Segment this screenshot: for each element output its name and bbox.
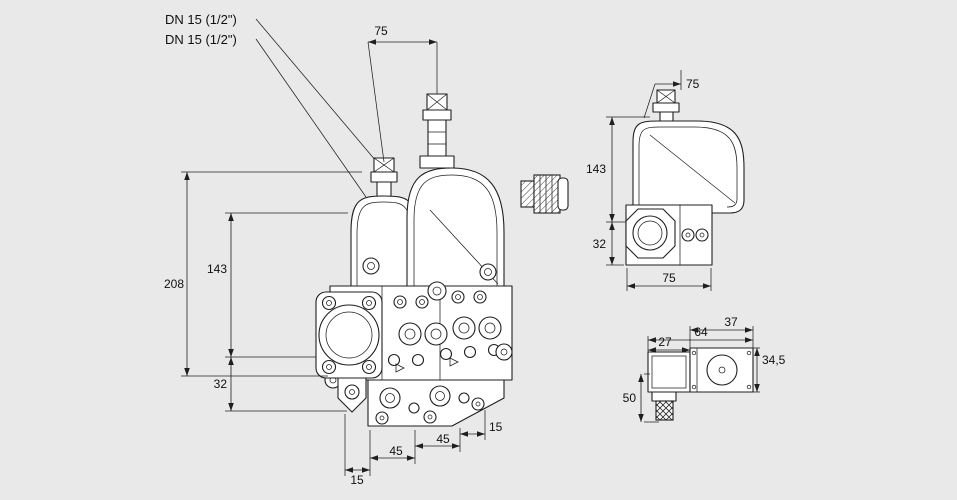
right-stem-ribs	[428, 131, 446, 145]
connector-nut	[651, 391, 677, 402]
side-stem-cap-crosshatch	[656, 89, 676, 104]
center-bolt-circle	[427, 281, 447, 301]
coil-housing	[647, 351, 691, 393]
flow-arrow-right	[449, 357, 459, 367]
right-dome-hinge-circle	[479, 263, 497, 281]
center-bolt-hole	[432, 286, 442, 296]
lower-flange-section	[367, 379, 505, 427]
pipe-coupling	[520, 174, 569, 214]
coupling-hatched-end	[520, 180, 535, 208]
fv-dim-15-right: 15	[489, 420, 503, 434]
right-actuator-dome	[406, 167, 505, 293]
side-dome-inner-line	[638, 126, 738, 208]
sv-dim-75-top: 75	[686, 77, 700, 91]
coil-housing-inner	[651, 355, 687, 389]
left-stem-cap-crosshatch	[373, 157, 395, 173]
side-stem-nut	[652, 102, 680, 113]
fv-dim-32: 32	[214, 377, 228, 391]
dv-dim-37: 37	[724, 315, 738, 329]
switch-dial	[706, 354, 738, 386]
right-dome-hinge-hole	[484, 268, 492, 276]
left-actuator	[350, 157, 418, 289]
coupling-cap	[557, 177, 569, 211]
sv-dim-75-bottom: 75	[662, 271, 676, 285]
dn-leader-line-2	[255, 38, 367, 198]
threaded-port-outer	[318, 304, 380, 366]
sv-dim-143: 143	[586, 162, 606, 176]
dv-dim-27: 27	[658, 335, 672, 349]
detail-component	[647, 347, 754, 421]
flow-arrow-left	[395, 363, 405, 373]
front-view-dimensions: 75 208 143 32 15 45 45 15	[164, 24, 503, 487]
fv-dim-45-left: 45	[389, 444, 403, 458]
right-stem-collar	[419, 155, 455, 169]
dn-callouts: DN 15 (1/2") DN 15 (1/2")	[165, 12, 377, 198]
coupling-body	[533, 174, 561, 214]
side-port-inner	[637, 220, 663, 246]
dv-dim-34-5: 34,5	[762, 353, 786, 367]
side-actuator	[631, 89, 745, 217]
switch-dial-center	[718, 366, 726, 374]
fv-dim-208: 208	[164, 277, 184, 291]
body-right-lug	[495, 343, 513, 361]
right-dome-inner-line	[413, 174, 498, 292]
dn-label-1: DN 15 (1/2")	[165, 12, 237, 27]
sv-dim-32: 32	[593, 237, 607, 251]
side-actuator-dome	[632, 120, 745, 214]
right-stem-nut	[422, 109, 452, 121]
side-view-dimensions: 75 143 32 75	[586, 70, 712, 291]
left-dome-hinge-hole	[367, 262, 375, 270]
body-right-lug-hole	[500, 348, 508, 356]
left-dome-hinge-circle	[362, 257, 380, 275]
dn-label-2: DN 15 (1/2")	[165, 32, 237, 47]
detail-view: 27 64 37 34,5 50	[623, 315, 786, 423]
threaded-port-inner	[325, 311, 373, 359]
right-actuator	[406, 93, 505, 293]
dn-leader-line-1	[255, 18, 377, 162]
fv-dim-15-left: 15	[350, 473, 364, 487]
left-stem-nut	[370, 171, 398, 183]
dv-dim-64: 64	[694, 325, 708, 339]
detail-view-dimensions: 27 64 37 34,5 50	[623, 315, 786, 423]
coupling-ribs	[539, 175, 553, 213]
dv-dim-50: 50	[623, 391, 637, 405]
fv-dim-143: 143	[207, 262, 227, 276]
body-top-ports	[393, 290, 487, 309]
body-lower-screws	[387, 343, 501, 367]
front-view: 75 208 143 32 15 45 45 15	[164, 24, 569, 487]
body-mid-ports	[398, 316, 502, 346]
right-stem-cap-crosshatch	[426, 93, 448, 111]
side-dome-crease	[649, 134, 736, 204]
threaded-nipple	[655, 400, 674, 421]
inlet-flange	[315, 291, 383, 413]
fv-dim-45-right: 45	[436, 432, 450, 446]
side-valve-body	[625, 204, 713, 266]
side-view: 75 143 32 75	[586, 70, 745, 291]
fv-dim-75: 75	[374, 24, 388, 38]
right-stem-cylinder	[427, 119, 447, 157]
